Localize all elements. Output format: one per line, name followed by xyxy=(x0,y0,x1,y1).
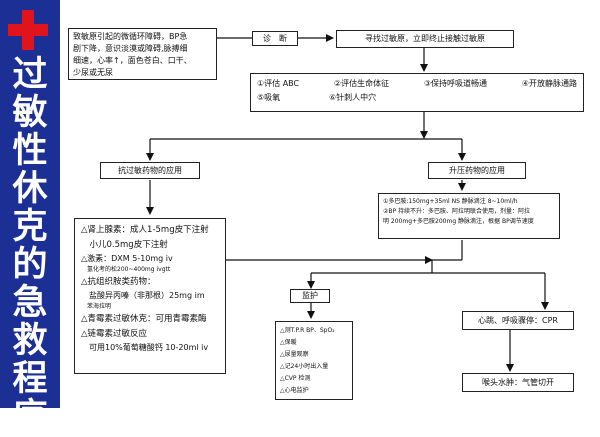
drug-item: △激素：DXM 5-10mg iv xyxy=(81,254,173,263)
assess-item: ③保持呼吸道畅通 xyxy=(423,79,488,88)
vertical-title: 过 敏 性 休 克 的 急 救 程 序 xyxy=(0,56,60,436)
pressor-detail-box: ①多巴胺:150mg+35ml NS 静脉滴注 8~10ml/h ②BP 持续不… xyxy=(378,193,560,239)
monitor-item: △保暖 xyxy=(280,339,297,346)
intro-box: 致敏原引起的微循环障碍，BP急 剧下降，意识淡漠或障碍,脉搏细 细速，心率↑，面… xyxy=(68,28,217,80)
monitor-item: △记24小时出入量 xyxy=(280,363,329,370)
pressor-label: 升压药物的应用 xyxy=(449,166,505,175)
find-allergen-box: 寻找过敏原，立即终止接触过敏原 xyxy=(336,30,514,48)
drug-item: △肾上腺素：成人1-5mg皮下注射 xyxy=(81,225,209,235)
flow-connectors xyxy=(146,34,549,372)
monitor-item: △心电监护 xyxy=(280,387,309,394)
monitor-item: △尿量观察 xyxy=(280,351,309,358)
title-char: 性 xyxy=(12,131,48,171)
assess-box: ①评估 ABC ②评估生命体征 ③保持呼吸道畅通 ④开放静脉通路 ⑤吸氧 ⑥针刺… xyxy=(250,73,584,112)
find-allergen-label: 寻找过敏原，立即终止接触过敏原 xyxy=(365,34,485,43)
red-cross-icon xyxy=(8,10,48,50)
drug-item: △青霉素过敏休克：可用青霉素酶 xyxy=(81,314,207,324)
cpr-label: 心跳、呼吸骤停：CPR xyxy=(478,316,558,325)
diagnosis-box: 诊 断 xyxy=(252,31,298,46)
drug-item: 盐酸异丙嗪（非那根）25mg im xyxy=(81,291,205,300)
pressor-line: 明 200mg+多巴胺200mg 静脉滴注，根据 BP调节速度 xyxy=(383,218,534,225)
drug-item: 可用10%葡萄糖酸钙 10-20ml iv xyxy=(81,343,209,352)
assess-item: ⑥针刺人中穴 xyxy=(329,93,377,102)
drugs-box: △肾上腺素：成人1-5mg皮下注射 小儿0.5mg皮下注射 △激素：DXM 5-… xyxy=(74,218,226,374)
larynx-label: 喉头水肿：气管切开 xyxy=(482,378,554,387)
drug-item: △抗组织胺类药物： xyxy=(81,277,156,287)
title-char: 休 xyxy=(12,169,48,209)
diagnosis-label: 诊 断 xyxy=(263,34,287,43)
assess-item: ②评估生命体征 xyxy=(333,79,390,88)
antiallergy-label: 抗过敏药物的应用 xyxy=(118,166,182,175)
title-char: 过 xyxy=(12,55,48,95)
title-char: 敏 xyxy=(12,93,48,133)
drug-item: △链霉素过敏反应 xyxy=(81,329,148,339)
monitor-item: △测T.P.R BP、SpO₂ xyxy=(280,327,335,334)
title-char: 克 xyxy=(12,207,48,247)
monitor-label: 监护 xyxy=(302,291,318,300)
assess-item: ⑤吸氧 xyxy=(257,93,281,102)
drug-item: 苯海拉明 xyxy=(81,303,112,310)
monitor-item: △CVP 检测 xyxy=(280,375,311,382)
pressor-line: ②BP 持续不升：多巴胺、阿拉明联合使用，剂量：阿拉 xyxy=(383,208,531,215)
drug-item: 氢化考的松200~400mg ivgtt xyxy=(81,266,171,273)
larynx-box: 喉头水肿：气管切开 xyxy=(462,373,574,392)
assess-item: ④开放静脉通路 xyxy=(521,79,577,88)
intro-line: 细速，心率↑，面色苍白、口干、 xyxy=(73,56,192,65)
intro-line: 致敏原引起的微循环障碍，BP急 xyxy=(73,32,188,41)
assess-item: ①评估 ABC xyxy=(257,79,300,88)
title-char: 救 xyxy=(12,321,48,361)
drug-item: 小儿0.5mg皮下注射 xyxy=(81,240,168,250)
title-char: 的 xyxy=(12,245,48,285)
intro-line: 少尿或无尿 xyxy=(73,68,113,77)
pressor-box: 升压药物的应用 xyxy=(428,162,526,179)
title-char: 急 xyxy=(12,283,48,323)
monitor-box: 监护 xyxy=(290,289,330,303)
intro-line: 剧下降，意识淡漠或障碍,脉搏细 xyxy=(73,44,188,53)
pressor-line: ①多巴胺:150mg+35ml NS 静脉滴注 8~10ml/h xyxy=(383,198,518,205)
monitor-list-box: △测T.P.R BP、SpO₂ △保暖 △尿量观察 △记24小时出入量 △CVP… xyxy=(275,321,353,400)
cpr-box: 心跳、呼吸骤停：CPR xyxy=(462,311,574,330)
sidebar: 过 敏 性 休 克 的 急 救 程 序 xyxy=(0,0,60,436)
title-char: 程 xyxy=(12,359,48,399)
antiallergy-box: 抗过敏药物的应用 xyxy=(100,162,200,179)
